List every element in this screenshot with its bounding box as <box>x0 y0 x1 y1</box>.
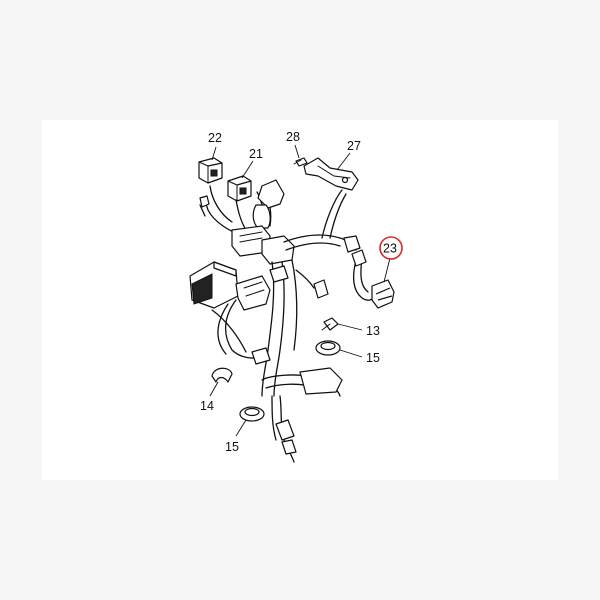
leader-23 <box>383 257 391 283</box>
leader-28 <box>294 144 300 159</box>
part-28-screw <box>293 157 308 167</box>
part-15-clamp-upper <box>315 340 341 356</box>
callout-27: 27 <box>347 139 361 153</box>
part-14-band <box>211 367 233 383</box>
leader-27 <box>336 152 351 171</box>
callout-22: 22 <box>208 131 222 145</box>
callout-23: 23 <box>383 242 397 256</box>
callout-28: 28 <box>286 130 300 144</box>
part-27-bracket <box>303 157 359 191</box>
callout-13: 13 <box>366 324 380 338</box>
callout-14: 14 <box>200 399 214 413</box>
leader-15-lower <box>235 419 247 437</box>
leader-15-upper <box>339 349 363 358</box>
leader-14 <box>209 381 219 397</box>
leader-21 <box>241 160 254 179</box>
highlight-ring-23 <box>379 236 403 260</box>
part-22-connector <box>198 157 223 184</box>
part-23-sensor <box>351 249 395 309</box>
leader-13 <box>337 323 363 331</box>
part-21-connector <box>227 175 252 202</box>
diagram-panel <box>42 120 558 480</box>
callout-21: 21 <box>249 147 263 161</box>
callout-15-lower: 15 <box>225 440 239 454</box>
part-15-clamp-lower <box>239 406 265 422</box>
harness-trunk <box>189 179 361 463</box>
leader-22 <box>211 146 217 161</box>
callout-15-upper: 15 <box>366 351 380 365</box>
part-13-bolt <box>321 317 339 331</box>
